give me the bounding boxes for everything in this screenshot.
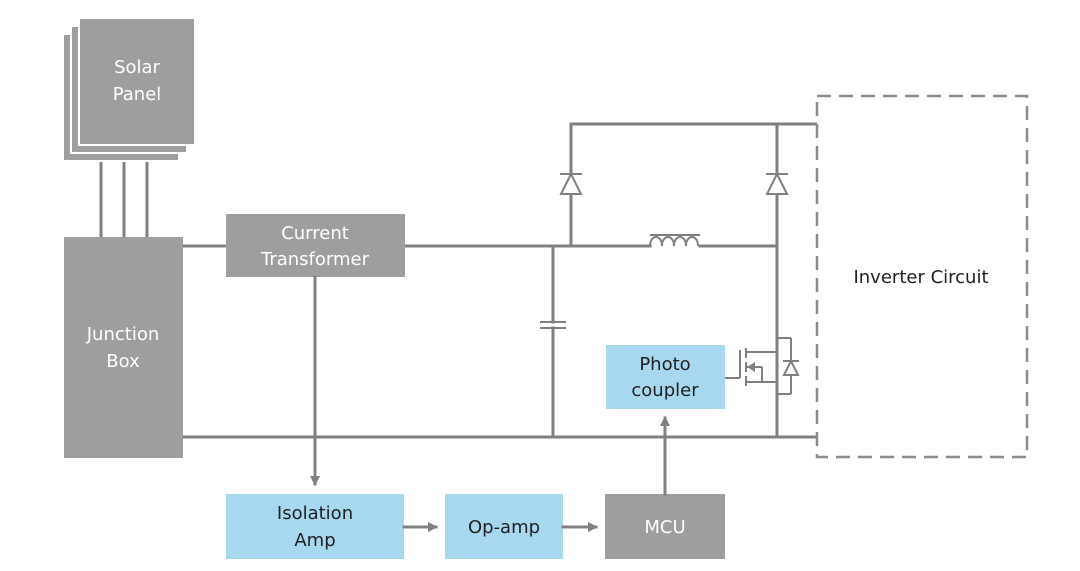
op-amp-label: Op-amp xyxy=(468,517,540,538)
photo-coupler-label-line2: coupler xyxy=(631,380,699,401)
mcu-label: MCU xyxy=(644,517,685,538)
inductor-icon xyxy=(649,234,700,247)
capacitor-icon xyxy=(540,321,566,329)
current-transformer: Current Transformer xyxy=(226,214,405,277)
right-diode-icon xyxy=(765,171,789,195)
solar-panel: Solar Panel xyxy=(62,17,196,162)
op-amp: Op-amp xyxy=(445,494,563,559)
inverter-circuit: Inverter Circuit xyxy=(815,94,1029,459)
wires xyxy=(99,122,819,439)
photo-coupler: Photo coupler xyxy=(606,345,725,409)
inverter-circuit-label: Inverter Circuit xyxy=(853,267,988,288)
current-transformer-label-line2: Transformer xyxy=(260,249,370,270)
isolation-amp-label-line1: Isolation xyxy=(277,503,353,524)
solar-panel-label-line2: Panel xyxy=(113,84,162,105)
solar-panel-label-line1: Solar xyxy=(114,57,160,78)
mcu: MCU xyxy=(605,494,725,559)
mosfet-switch-icon xyxy=(739,337,800,395)
current-transformer-label-line1: Current xyxy=(281,223,349,244)
left-diode-icon xyxy=(559,171,583,195)
isolation-amp-label-line2: Amp xyxy=(294,530,335,551)
junction-box-label-line1: Junction xyxy=(86,324,160,345)
isolation-amp: Isolation Amp xyxy=(226,494,404,559)
junction-box-label-line2: Box xyxy=(106,351,140,372)
junction-box: Junction Box xyxy=(64,237,183,458)
photo-coupler-label-line1: Photo xyxy=(639,354,690,375)
